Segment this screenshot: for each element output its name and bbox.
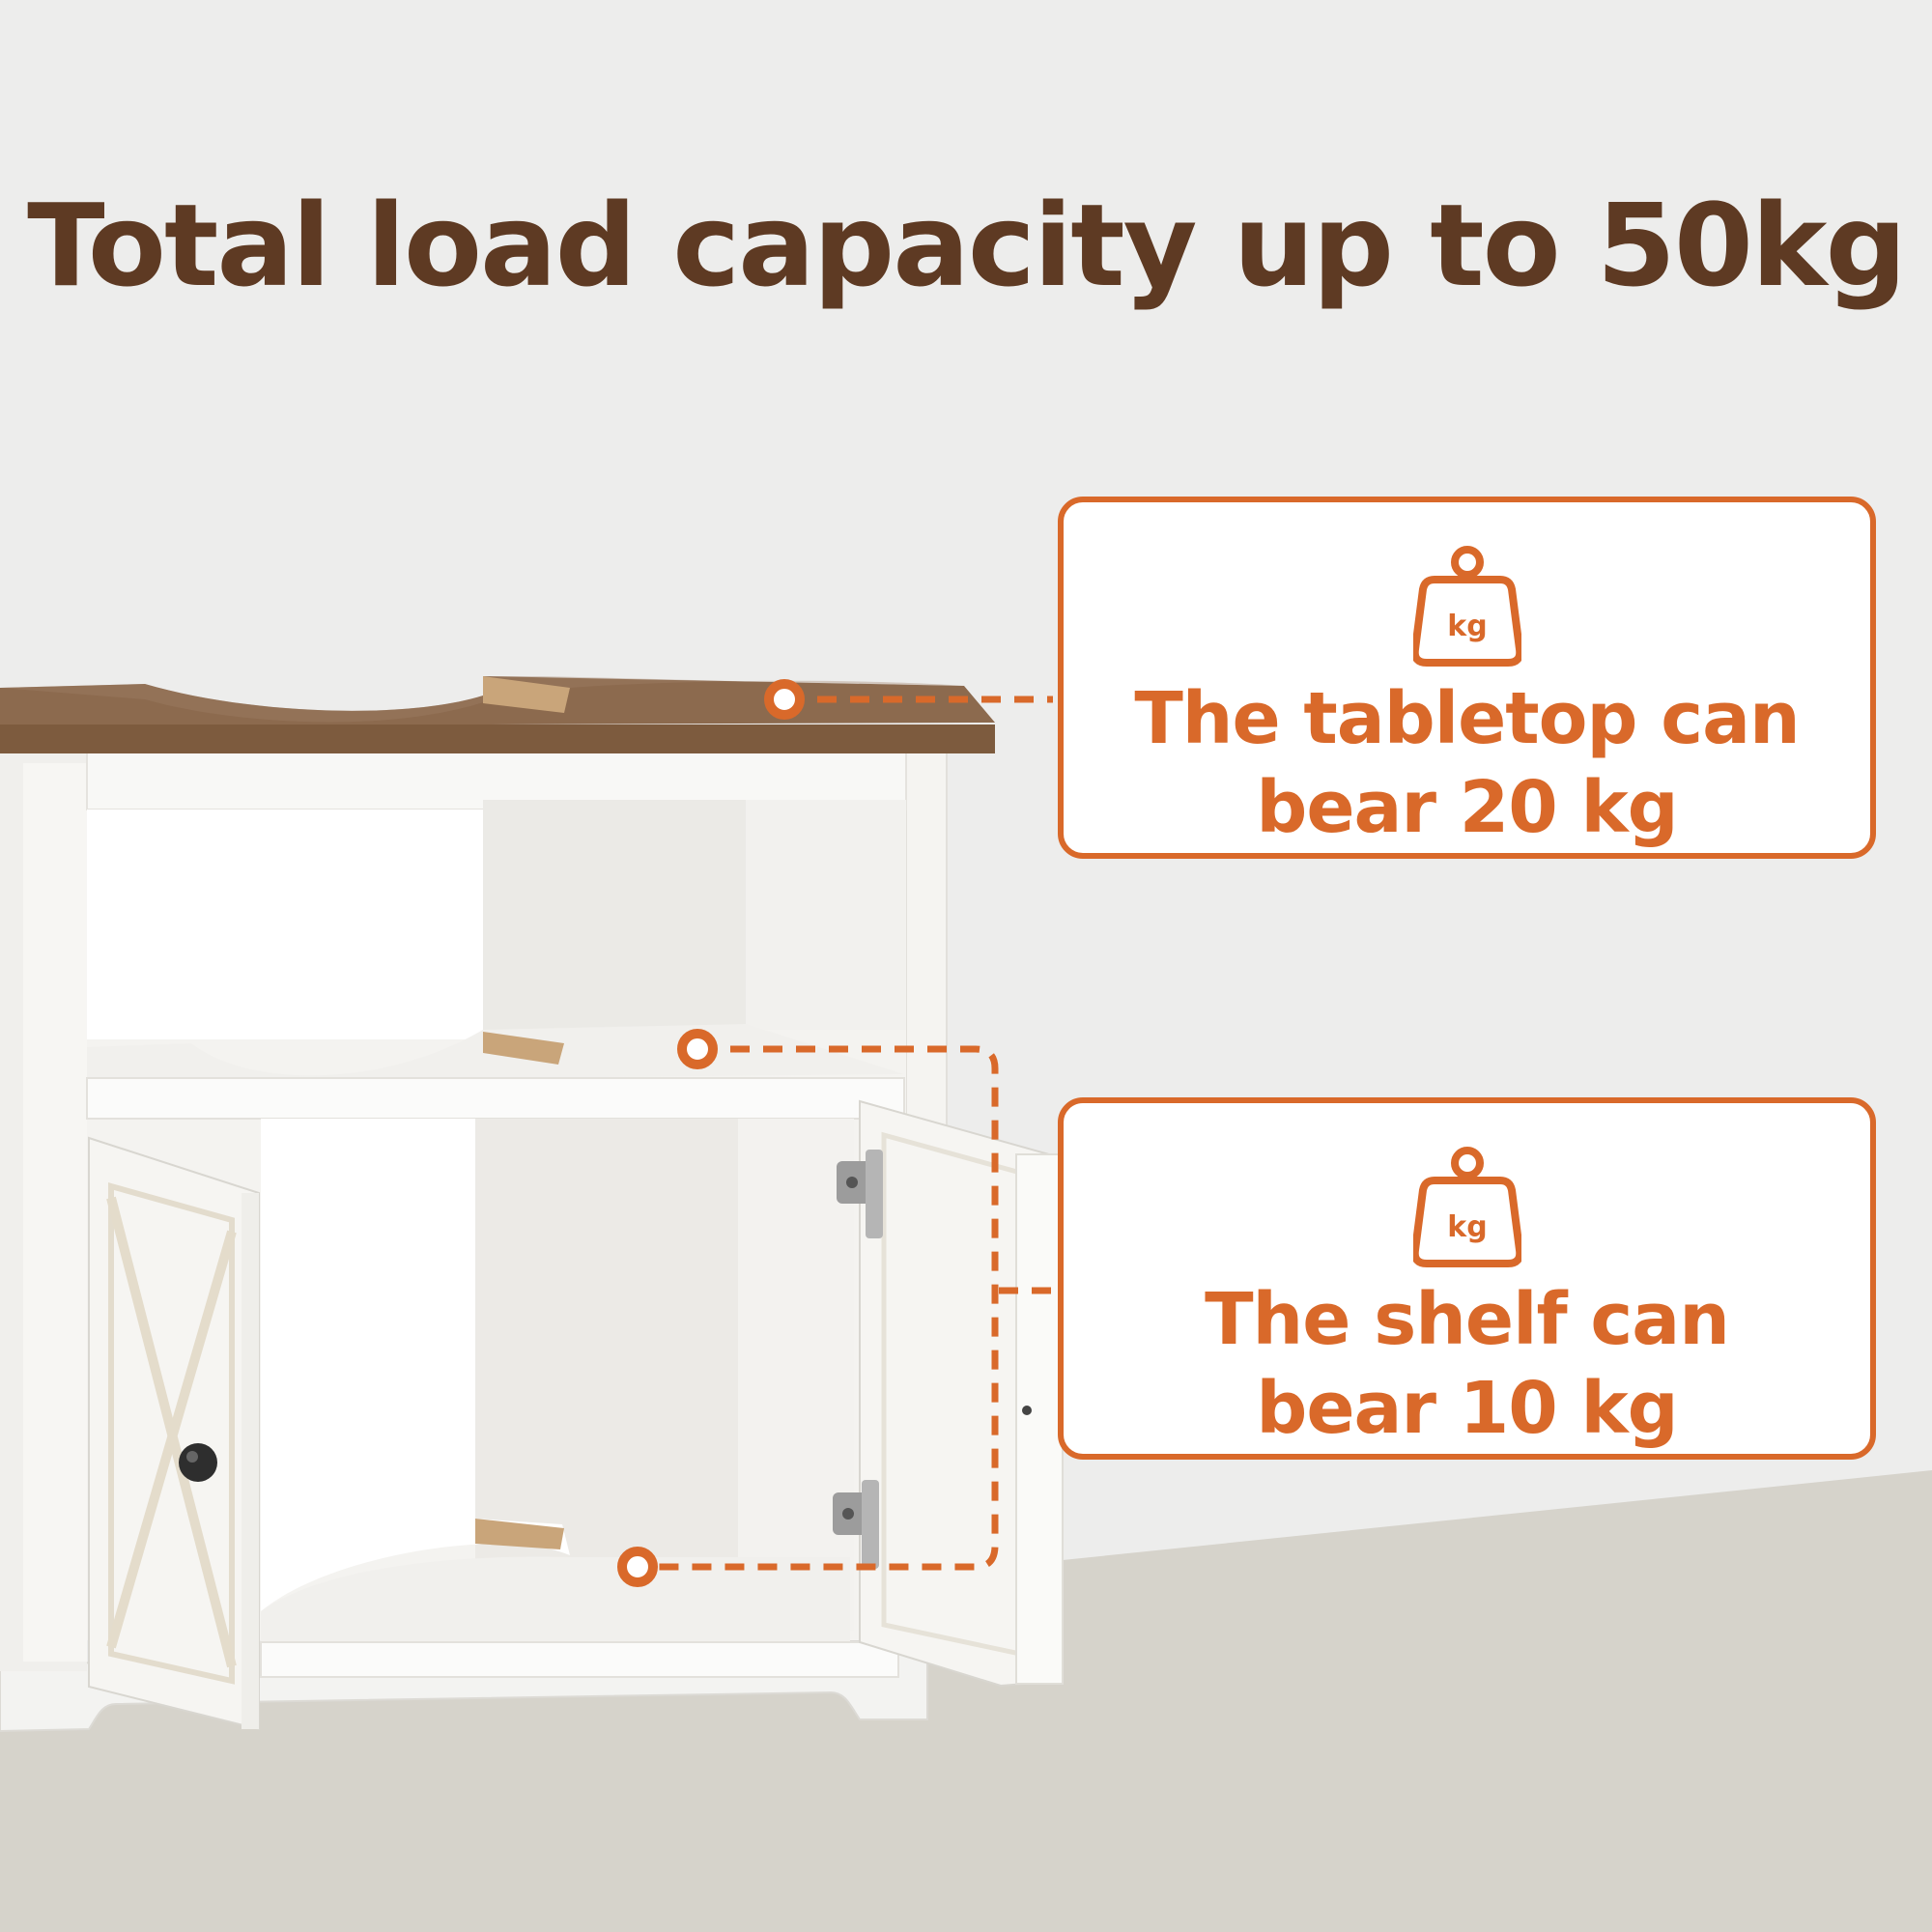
callout-text: The tabletop can bear 20 kg [1064, 674, 1870, 852]
callout-line-2: bear 10 kg [1256, 1367, 1678, 1450]
connectors [638, 696, 1053, 1571]
tabletop-capacity-callout: kg The tabletop can bear 20 kg [1058, 497, 1876, 859]
marker-tabletop [764, 679, 805, 720]
headline: Total load capacity up to 50kg [27, 179, 1907, 312]
kg-weight-icon: kg [1412, 1147, 1521, 1267]
kg-icon-label: kg [1447, 610, 1487, 643]
shelf-front-edge [86, 1077, 905, 1120]
callout-line-1: The shelf can [1205, 1278, 1730, 1361]
callout-line-2: bear 20 kg [1256, 766, 1678, 849]
door-knob [179, 1443, 217, 1482]
lower-hinge [833, 1480, 879, 1569]
connector-dots [617, 679, 805, 1587]
upper-hinge [837, 1150, 883, 1238]
kg-icon-label: kg [1447, 1210, 1487, 1244]
callout-line-1: The tabletop can [1134, 677, 1800, 760]
callout-text: The shelf can bear 10 kg [1064, 1275, 1870, 1453]
bathroom-cabinet [0, 676, 1065, 1733]
marker-bottom-shelf [617, 1547, 658, 1587]
marker-middle-shelf [677, 1029, 718, 1069]
floor [0, 1470, 1932, 1932]
bottom-panel [261, 1410, 570, 1611]
kg-weight-icon: kg [1412, 546, 1521, 667]
shelf-capacity-callout: kg The shelf can bear 10 kg [1058, 1097, 1876, 1460]
